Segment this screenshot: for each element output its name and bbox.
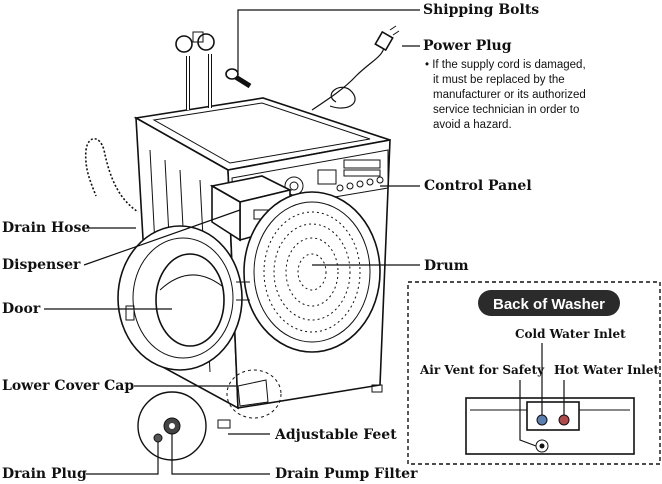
washer-illustration [84,25,400,461]
power-plug-cord [311,25,400,111]
leader-shipping-bolts [237,9,420,72]
label-power-plug: Power Plug [423,38,512,54]
power-plug-note: • If the supply cord is damaged, it must… [425,59,586,131]
label-dispenser: Dispenser [2,257,81,273]
label-cold-water-inlet: Cold Water Inlet [515,327,626,341]
inset-title-pill [478,290,620,316]
note-line: service technician in order to [433,104,579,116]
label-shipping-bolts: Shipping Bolts [423,2,539,18]
label-drain-hose: Drain Hose [2,220,90,236]
inset-frame [407,281,661,465]
back-of-washer-inset: Back of Washer Cold Water Inlet Hot Wate… [407,281,661,465]
control-panel [284,159,384,196]
leader-lines [44,9,420,475]
shipping-bolt [225,68,252,89]
lower-cover-cap [226,369,282,419]
label-adjustable-feet: Adjustable Feet [274,427,397,443]
note-line: avoid a hazard. [433,119,512,131]
label-control-panel: Control Panel [424,178,532,194]
note-line: manufacturer or its authorized [433,89,586,101]
leader-drain-pump-filter [171,434,270,475]
label-drain-pump-filter: Drain Pump Filter [275,466,418,482]
drain-hose [84,137,139,213]
label-drain-plug: Drain Plug [2,466,87,482]
label-drum: Drum [424,258,469,274]
drum [243,191,381,353]
adjustable-feet [217,384,383,429]
label-air-vent: Air Vent for Safety [419,363,545,377]
label-hot-water-inlet: Hot Water Inlet [554,363,659,377]
label-lower-cover-cap: Lower Cover Cap [2,378,134,394]
note-line: it must be replaced by the [433,74,565,86]
water-inlet-hoses [175,31,215,110]
leader-drain-plug [86,442,159,475]
note-line: • If the supply cord is damaged, [425,59,586,71]
door [117,225,250,371]
cold-inlet-icon [536,414,548,426]
leader-dispenser [83,209,241,266]
labels: Shipping Bolts Power Plug • If the suppl… [2,2,586,482]
back-panel-drawing [465,397,635,455]
inset-title: Back of Washer [493,296,605,313]
label-door: Door [2,301,41,317]
hot-inlet-icon [558,414,570,426]
